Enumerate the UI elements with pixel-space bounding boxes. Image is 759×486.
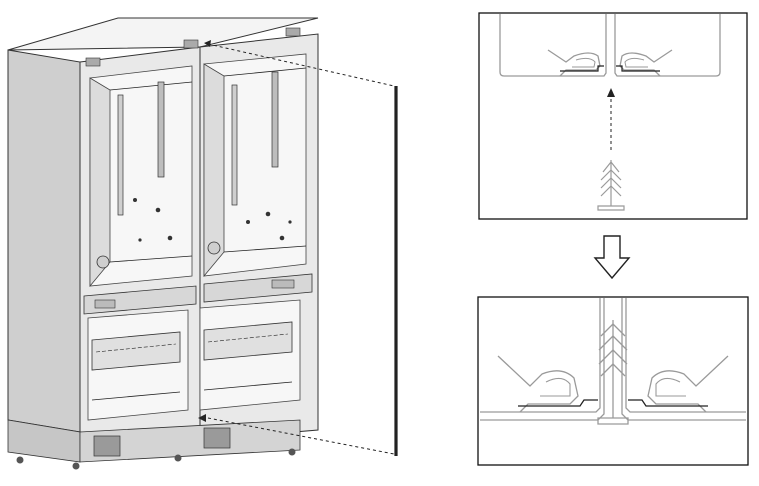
cabinet-left-side [7,49,81,433]
refrigerator-cabinet [7,17,319,470]
left-cabinet-profile [499,14,607,77]
detail-before-frame [478,12,748,220]
detail-after-panel [477,296,749,466]
trim-strip-profile [597,160,625,211]
right-clip [619,49,673,77]
left-cabinet-profile-joined [480,298,601,413]
dashed-up-arrow-icon [607,88,615,150]
right-cabinet-profile [614,14,721,77]
detail-before-panel [478,12,748,220]
right-shelf-rail [271,71,279,168]
base-front [79,419,301,463]
installed-trim-strip [597,320,629,425]
outline-down-arrow-icon [593,235,631,280]
left-fan-icon [96,255,110,269]
right-fan-icon [207,241,221,255]
alignment-guides [198,40,395,455]
right-clip-joined [647,355,729,413]
left-clip [547,49,601,77]
left-clip-joined [497,355,579,413]
compressor-left [93,435,121,457]
right-drawer [203,321,293,361]
left-drawer [91,331,181,371]
cabinet-top [7,17,319,51]
right-cabinet-profile-joined [625,298,746,413]
compressor-right [203,427,231,449]
left-shelf-rail [157,81,165,178]
